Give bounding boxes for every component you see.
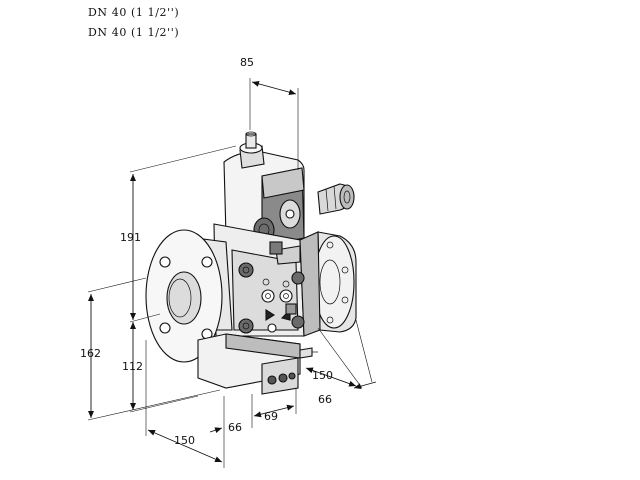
dim-label-top-width: 85: [240, 56, 254, 69]
left-flange: [145, 229, 233, 363]
dim-line-bottom-width: [253, 404, 295, 418]
dim-label-offset-left: 66: [228, 421, 242, 434]
dim-label-bottom-width: 69: [264, 410, 278, 423]
dim-line-depth-right: [305, 367, 357, 387]
dim-label-height-center: 112: [122, 360, 143, 373]
valve-assembly: [145, 131, 357, 395]
dim-line-offset-left: [209, 427, 223, 434]
dim-label-depth-left: 150: [174, 434, 195, 447]
nominal-size-label: DN 40 (1 1/2''): [88, 6, 180, 19]
dim-line-offset-right: [353, 381, 377, 390]
nominal-size-label-secondary: DN 40 (1 1/2''): [88, 26, 180, 39]
dimensions: 85 191 162 112 150 66: [80, 56, 377, 468]
dim-label-depth-right: 150: [312, 369, 333, 382]
cable-gland: [317, 183, 355, 215]
pressure-switch-box: [197, 333, 318, 395]
dim-line-top-width: [251, 80, 297, 96]
right-flange: [313, 231, 357, 333]
top-connector: [239, 131, 265, 169]
dim-label-height-total: 191: [120, 231, 141, 244]
dim-label-offset-right: 66: [318, 393, 332, 406]
dim-label-height-left: 162: [80, 347, 101, 360]
dim-line-depth-left: [147, 429, 223, 463]
